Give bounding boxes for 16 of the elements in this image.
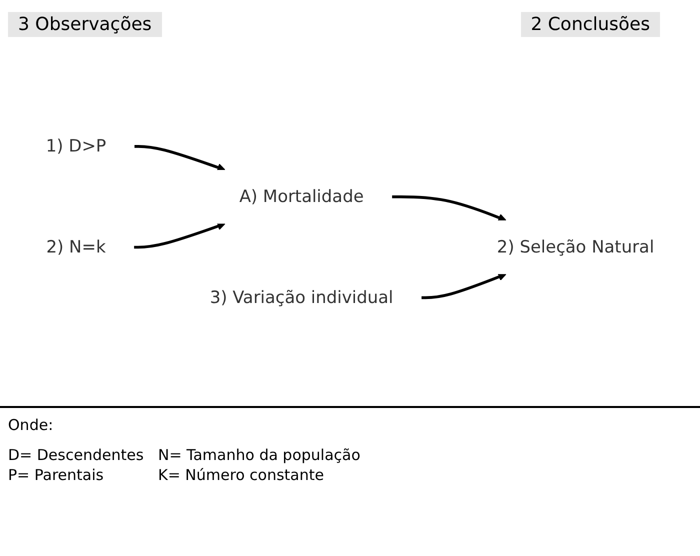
- node-text: 2) Seleção Natural: [496, 237, 654, 258]
- definition-text: N= Tamanho da população: [158, 446, 362, 464]
- definition-text: P= Parentais: [8, 466, 105, 484]
- section-heading: 2 Conclusões: [520, 12, 660, 37]
- node-text: 3) Variação individual: [210, 288, 394, 308]
- arrow: [134, 222, 226, 249]
- definition-text: K= Número constante: [158, 466, 325, 484]
- definition-text: D= Descendentes: [8, 446, 145, 464]
- arrow: [392, 195, 506, 222]
- arrow: [134, 144, 226, 172]
- node-text: 1) D>P: [46, 136, 106, 156]
- legend-heading: Onde:: [8, 416, 54, 434]
- arrow: [422, 272, 506, 300]
- node-text: A) Mortalidade: [239, 186, 364, 207]
- section-heading: 3 Observações: [8, 12, 162, 37]
- node-text: 2) N=k: [46, 237, 106, 258]
